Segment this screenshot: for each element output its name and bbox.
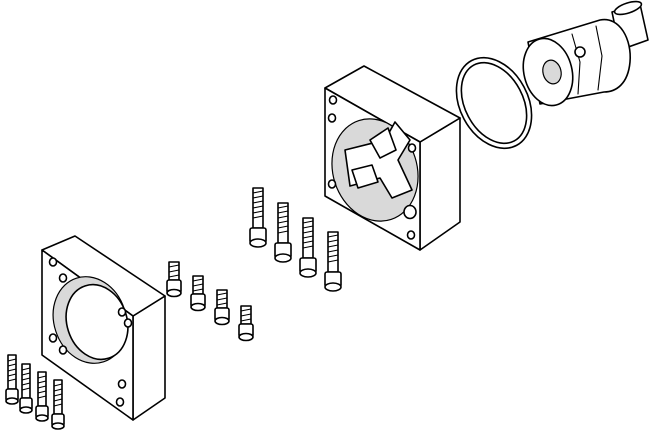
flange-screw bbox=[35, 371, 49, 422]
flange-screw bbox=[51, 379, 65, 430]
flange-screw bbox=[5, 354, 19, 405]
long-screw bbox=[274, 202, 292, 263]
long-screw bbox=[249, 187, 267, 248]
flange-screw-group bbox=[5, 354, 65, 430]
flange-screw bbox=[19, 363, 33, 414]
coupling-housing bbox=[324, 65, 461, 251]
small-screw bbox=[190, 275, 206, 312]
motor-flange bbox=[41, 235, 166, 421]
small-screw bbox=[238, 305, 254, 342]
coupling bbox=[522, 0, 649, 107]
small-screw bbox=[214, 289, 230, 326]
small-screw-group bbox=[166, 261, 254, 342]
long-screw-group bbox=[249, 187, 342, 292]
small-screw bbox=[166, 261, 182, 298]
long-screw bbox=[324, 231, 342, 292]
o-ring bbox=[455, 56, 533, 150]
long-screw bbox=[299, 217, 317, 278]
